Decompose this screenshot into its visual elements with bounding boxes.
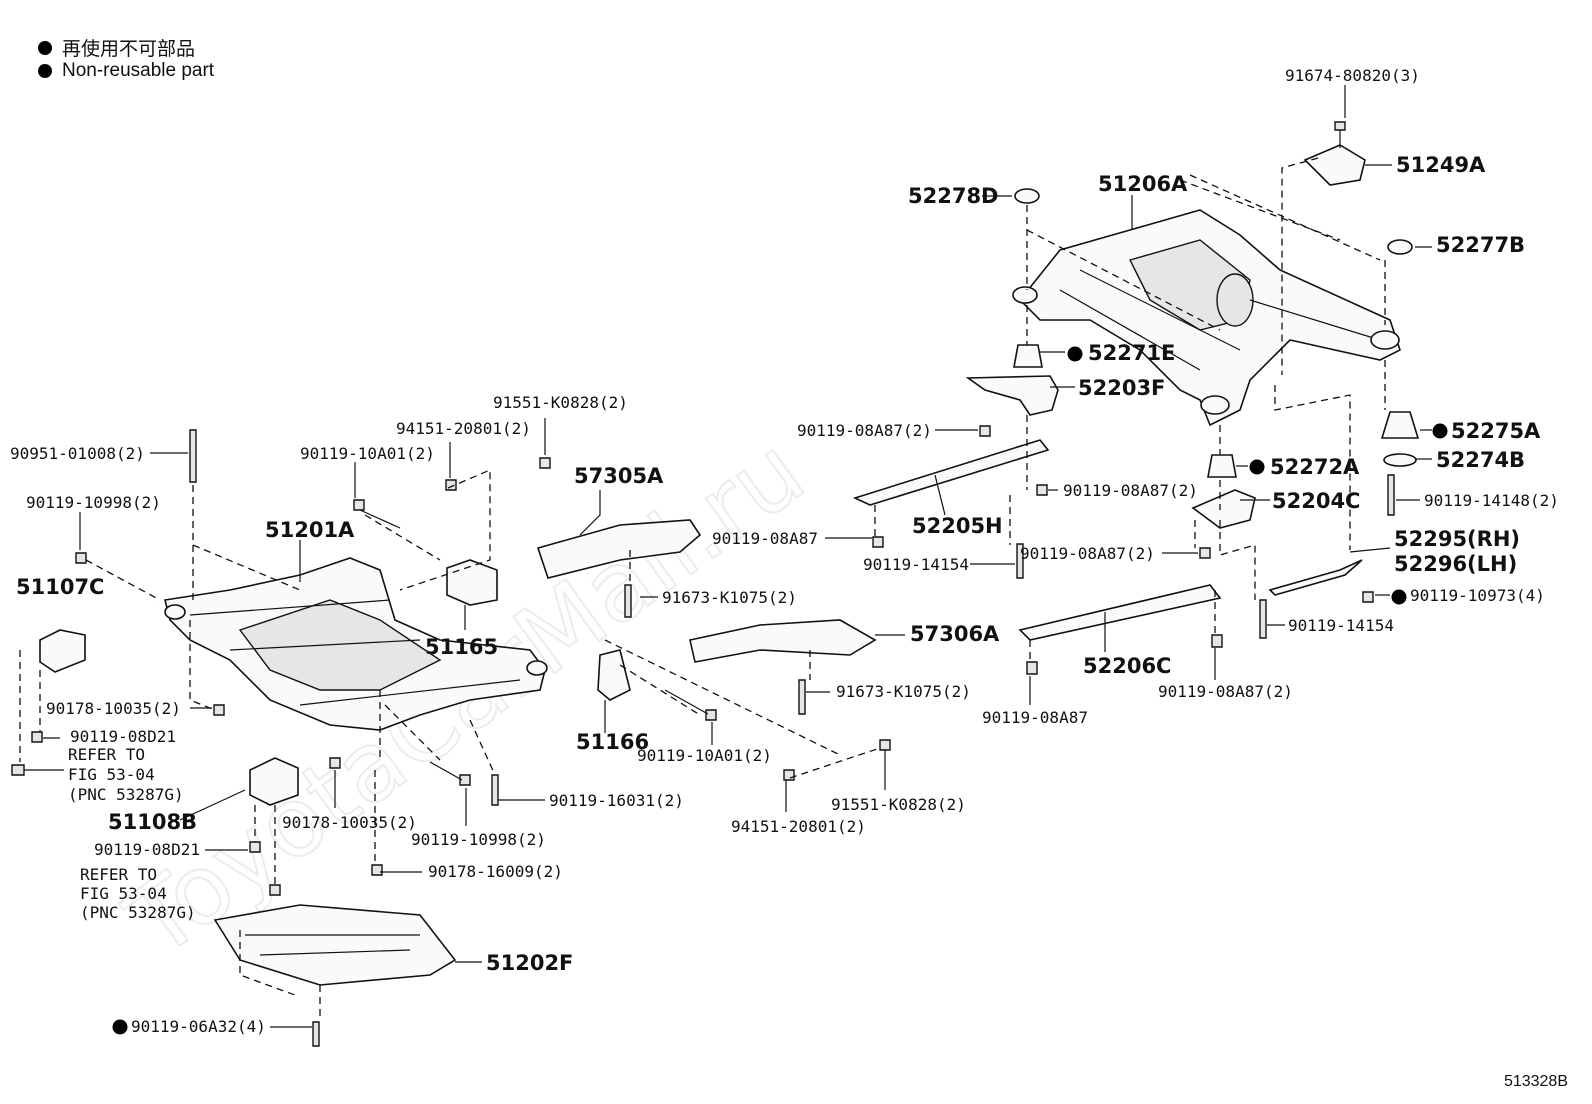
callout-label: FIG 53-04 <box>80 884 167 903</box>
callout-label: 52295(RH) <box>1394 527 1520 551</box>
callout-label: 91673-K1075(2) <box>662 588 797 607</box>
callout-label: 90119-08A87 <box>982 708 1088 727</box>
non-reusable-dot-icon <box>38 64 52 78</box>
leader-lines <box>19 85 1432 1028</box>
callout-label: 90119-10A01(2) <box>637 746 772 765</box>
callout-label: 90119-14154 <box>863 555 969 574</box>
callout-label: 90119-10998(2) <box>411 830 546 849</box>
callout-label: 90119-08A87(2) <box>1063 481 1198 500</box>
callout-label: 90178-10035(2) <box>282 813 417 832</box>
callout-label: 51107C <box>16 575 104 599</box>
rear-member-illustration <box>1012 209 1401 427</box>
legend-row-japanese: 再使用不可部品 <box>38 34 195 61</box>
callout-label: 90119-08D21 <box>94 840 200 859</box>
callout-label: FIG 53-04 <box>68 765 155 784</box>
callout-label: 52274B <box>1436 448 1525 472</box>
callout-label: 90178-10035(2) <box>46 699 181 718</box>
callout-label: 52277B <box>1436 233 1525 257</box>
callout-label: 90119-14154 <box>1288 616 1394 635</box>
rear-bolts <box>872 425 1395 675</box>
callout-label: 91551-K0828(2) <box>831 795 966 814</box>
callout-label: (PNC 53287G) <box>68 785 184 804</box>
callout-label: 52205H <box>912 514 1003 538</box>
callout-label: 91674-80820(3) <box>1285 66 1420 85</box>
callout-label: REFER TO <box>68 745 145 764</box>
callout-label: 91551-K0828(2) <box>493 393 628 412</box>
callout-label: 90119-10973(4) <box>1410 586 1545 605</box>
callout-label: 94151-20801(2) <box>396 419 531 438</box>
callout-label: 51108B <box>108 810 197 834</box>
legend-row-english: Non-reusable part <box>38 60 214 82</box>
callout-label: 57306A <box>910 622 1000 646</box>
callout-label: 90119-10998(2) <box>26 493 161 512</box>
rear-small-parts <box>852 188 1420 641</box>
callout-label: 52203F <box>1078 376 1165 400</box>
callout-label: 90119-08A87(2) <box>797 421 932 440</box>
callout-label: 90119-08D21 <box>70 727 176 746</box>
callout-label: 91673-K1075(2) <box>836 682 971 701</box>
callout-label: 90119-10A01(2) <box>300 444 435 463</box>
bracket-51249a <box>1303 121 1366 186</box>
callout-label: 51249A <box>1396 153 1486 177</box>
callout-label: 90119-16031(2) <box>549 791 684 810</box>
callout-label: 90178-16009(2) <box>428 862 563 881</box>
front-member-illustration <box>164 557 548 731</box>
callout-label: 51202F <box>486 951 573 975</box>
non-reusable-markers <box>112 346 1448 1035</box>
callout-label: 52204C <box>1272 489 1360 513</box>
legend-text: Non-reusable part <box>62 60 215 81</box>
callout-label: 51166 <box>576 730 649 754</box>
callout-label: 90951-01008(2) <box>10 444 145 463</box>
callout-label: 52296(LH) <box>1394 552 1517 576</box>
callout-label: 51201A <box>265 518 355 542</box>
callout-label: 52275A <box>1451 419 1541 443</box>
callout-label: REFER TO <box>80 865 157 884</box>
callout-label: 51206A <box>1098 172 1188 196</box>
callout-label: 57305A <box>574 464 664 488</box>
callout-label: 90119-08A87 <box>712 529 818 548</box>
callout-label: 94151-20801(2) <box>731 817 866 836</box>
figure-id: 513328B <box>1503 1073 1568 1090</box>
callout-label: 90119-06A32(4) <box>131 1017 266 1036</box>
legend-text: 再使用不可部品 <box>62 39 196 60</box>
callout-labels: 91674-80820(3) 51249A 52278D 51206A 5227… <box>10 66 1559 1036</box>
callout-label: 90119-08A87(2) <box>1158 682 1293 701</box>
callout-label: 52271E <box>1088 341 1175 365</box>
callout-label: 52206C <box>1083 654 1171 678</box>
callout-label: (PNC 53287G) <box>80 903 196 922</box>
callout-label: 52278D <box>908 184 999 208</box>
callout-label: 52272A <box>1270 455 1360 479</box>
callout-label: 90119-14148(2) <box>1424 491 1559 510</box>
callout-label: 90119-08A87(2) <box>1020 544 1155 563</box>
non-reusable-dot-icon <box>38 40 52 55</box>
front-small-parts <box>39 519 877 986</box>
callout-label: 51165 <box>425 635 498 659</box>
